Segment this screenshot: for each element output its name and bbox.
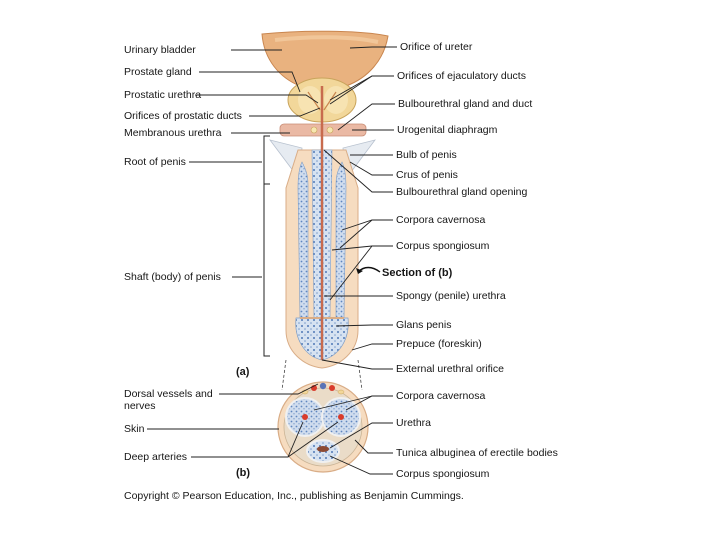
label-spongy-urethra: Spongy (penile) urethra — [396, 290, 506, 302]
label-urethra: Urethra — [396, 417, 432, 429]
leader-lines — [147, 46, 397, 475]
label-prostatic-urethra: Prostatic urethra — [124, 89, 202, 101]
label-bulbourethral-opening: Bulbourethral gland opening — [396, 186, 528, 198]
corpus-cavernosum-left — [297, 161, 309, 319]
label-urinary-bladder: Urinary bladder — [124, 44, 196, 56]
label-root-of-penis: Root of penis — [124, 156, 186, 168]
panel-label-a: (a) — [236, 366, 250, 378]
label-prostate-gland: Prostate gland — [124, 66, 192, 78]
label-dorsal-vessels-line2: nerves — [124, 400, 156, 412]
label-deep-arteries: Deep arteries — [124, 451, 188, 463]
label-glans-penis: Glans penis — [396, 319, 452, 331]
label-urogenital-diaphragm: Urogenital diaphragm — [397, 124, 498, 136]
label-dorsal-vessels-line1: Dorsal vessels and — [124, 388, 213, 400]
label-external-urethral-orifice: External urethral orifice — [396, 363, 504, 375]
label-orifices-ejaculatory-ducts: Orifices of ejaculatory ducts — [397, 70, 526, 82]
label-prepuce: Prepuce (foreskin) — [396, 338, 482, 350]
label-corpora-cavernosa-b: Corpora cavernosa — [396, 390, 486, 402]
label-orifices-prostatic-ducts: Orifices of prostatic ducts — [124, 110, 242, 122]
label-tunica-albuginea: Tunica albuginea of erectile bodies — [396, 447, 558, 459]
label-skin: Skin — [124, 423, 145, 435]
copyright-notice: Copyright © Pearson Education, Inc., pub… — [124, 490, 464, 502]
label-orifice-of-ureter: Orifice of ureter — [400, 41, 473, 53]
label-membranous-urethra: Membranous urethra — [124, 127, 222, 139]
label-corpora-cavernosa-a: Corpora cavernosa — [396, 214, 486, 226]
label-shaft-of-penis: Shaft (body) of penis — [124, 271, 221, 283]
label-corpus-spongiosum-a: Corpus spongiosum — [396, 240, 490, 252]
shaft-bracket — [263, 135, 270, 357]
urethra-xs — [317, 446, 329, 452]
label-bulbourethral-gland-duct: Bulbourethral gland and duct — [398, 98, 533, 110]
label-crus-of-penis: Crus of penis — [396, 169, 458, 181]
label-section-of-b: Section of (b) — [382, 267, 453, 279]
label-bulb-of-penis: Bulb of penis — [396, 149, 457, 161]
longitudinal-section — [261, 30, 389, 369]
urinary-bladder-shape — [261, 30, 389, 87]
label-corpus-spongiosum-b: Corpus spongiosum — [396, 468, 490, 480]
panel-label-b: (b) — [236, 467, 251, 479]
corpus-cavernosum-right — [335, 161, 347, 319]
cross-section — [277, 381, 369, 473]
